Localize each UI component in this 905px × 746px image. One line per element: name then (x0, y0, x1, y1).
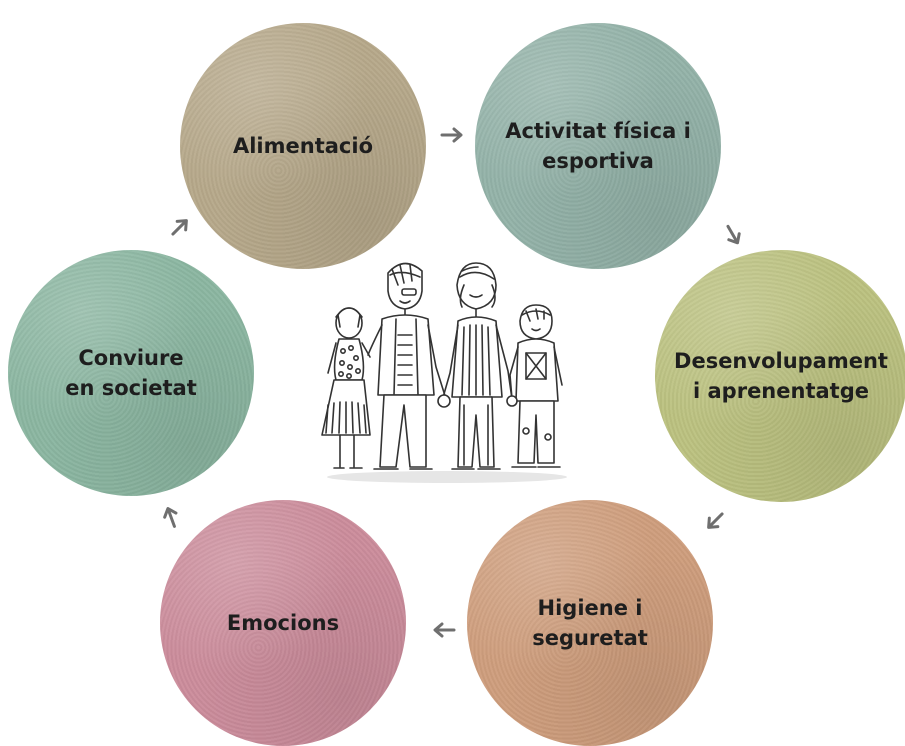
arrow-left-icon (429, 615, 459, 645)
node-label-alimentacio: Alimentació (232, 133, 373, 158)
node-label-conviure: Conviure en societat (65, 345, 197, 400)
boy-figure (509, 304, 563, 468)
node-label-emocions: Emocions (226, 610, 340, 635)
node-conviure: Conviure en societat (8, 250, 254, 496)
arrow-up-icon (156, 502, 186, 532)
arrow-down-left-icon (700, 506, 730, 536)
family-illustration (312, 255, 582, 485)
node-emocions: Emocions (160, 500, 406, 746)
arrow-down-right-icon (718, 220, 748, 250)
girl-figure (321, 307, 371, 469)
node-label-desenvolupament: Desenvolupament i aprenentatge (674, 348, 888, 403)
arrow-right-icon (437, 120, 467, 150)
arrow-up-right-icon (165, 212, 195, 242)
node-label-activitat-fisica: Activitat física i esportiva (505, 118, 691, 173)
node-alimentacio: Alimentació (180, 23, 426, 269)
node-activitat-fisica: Activitat física i esportiva (475, 23, 721, 269)
node-desenvolupament: Desenvolupament i aprenentatge (655, 250, 905, 502)
mother-figure (441, 262, 513, 470)
node-higiene: Higiene i seguretat (467, 500, 713, 746)
father-figure (367, 262, 447, 470)
node-label-higiene: Higiene i seguretat (532, 595, 648, 650)
